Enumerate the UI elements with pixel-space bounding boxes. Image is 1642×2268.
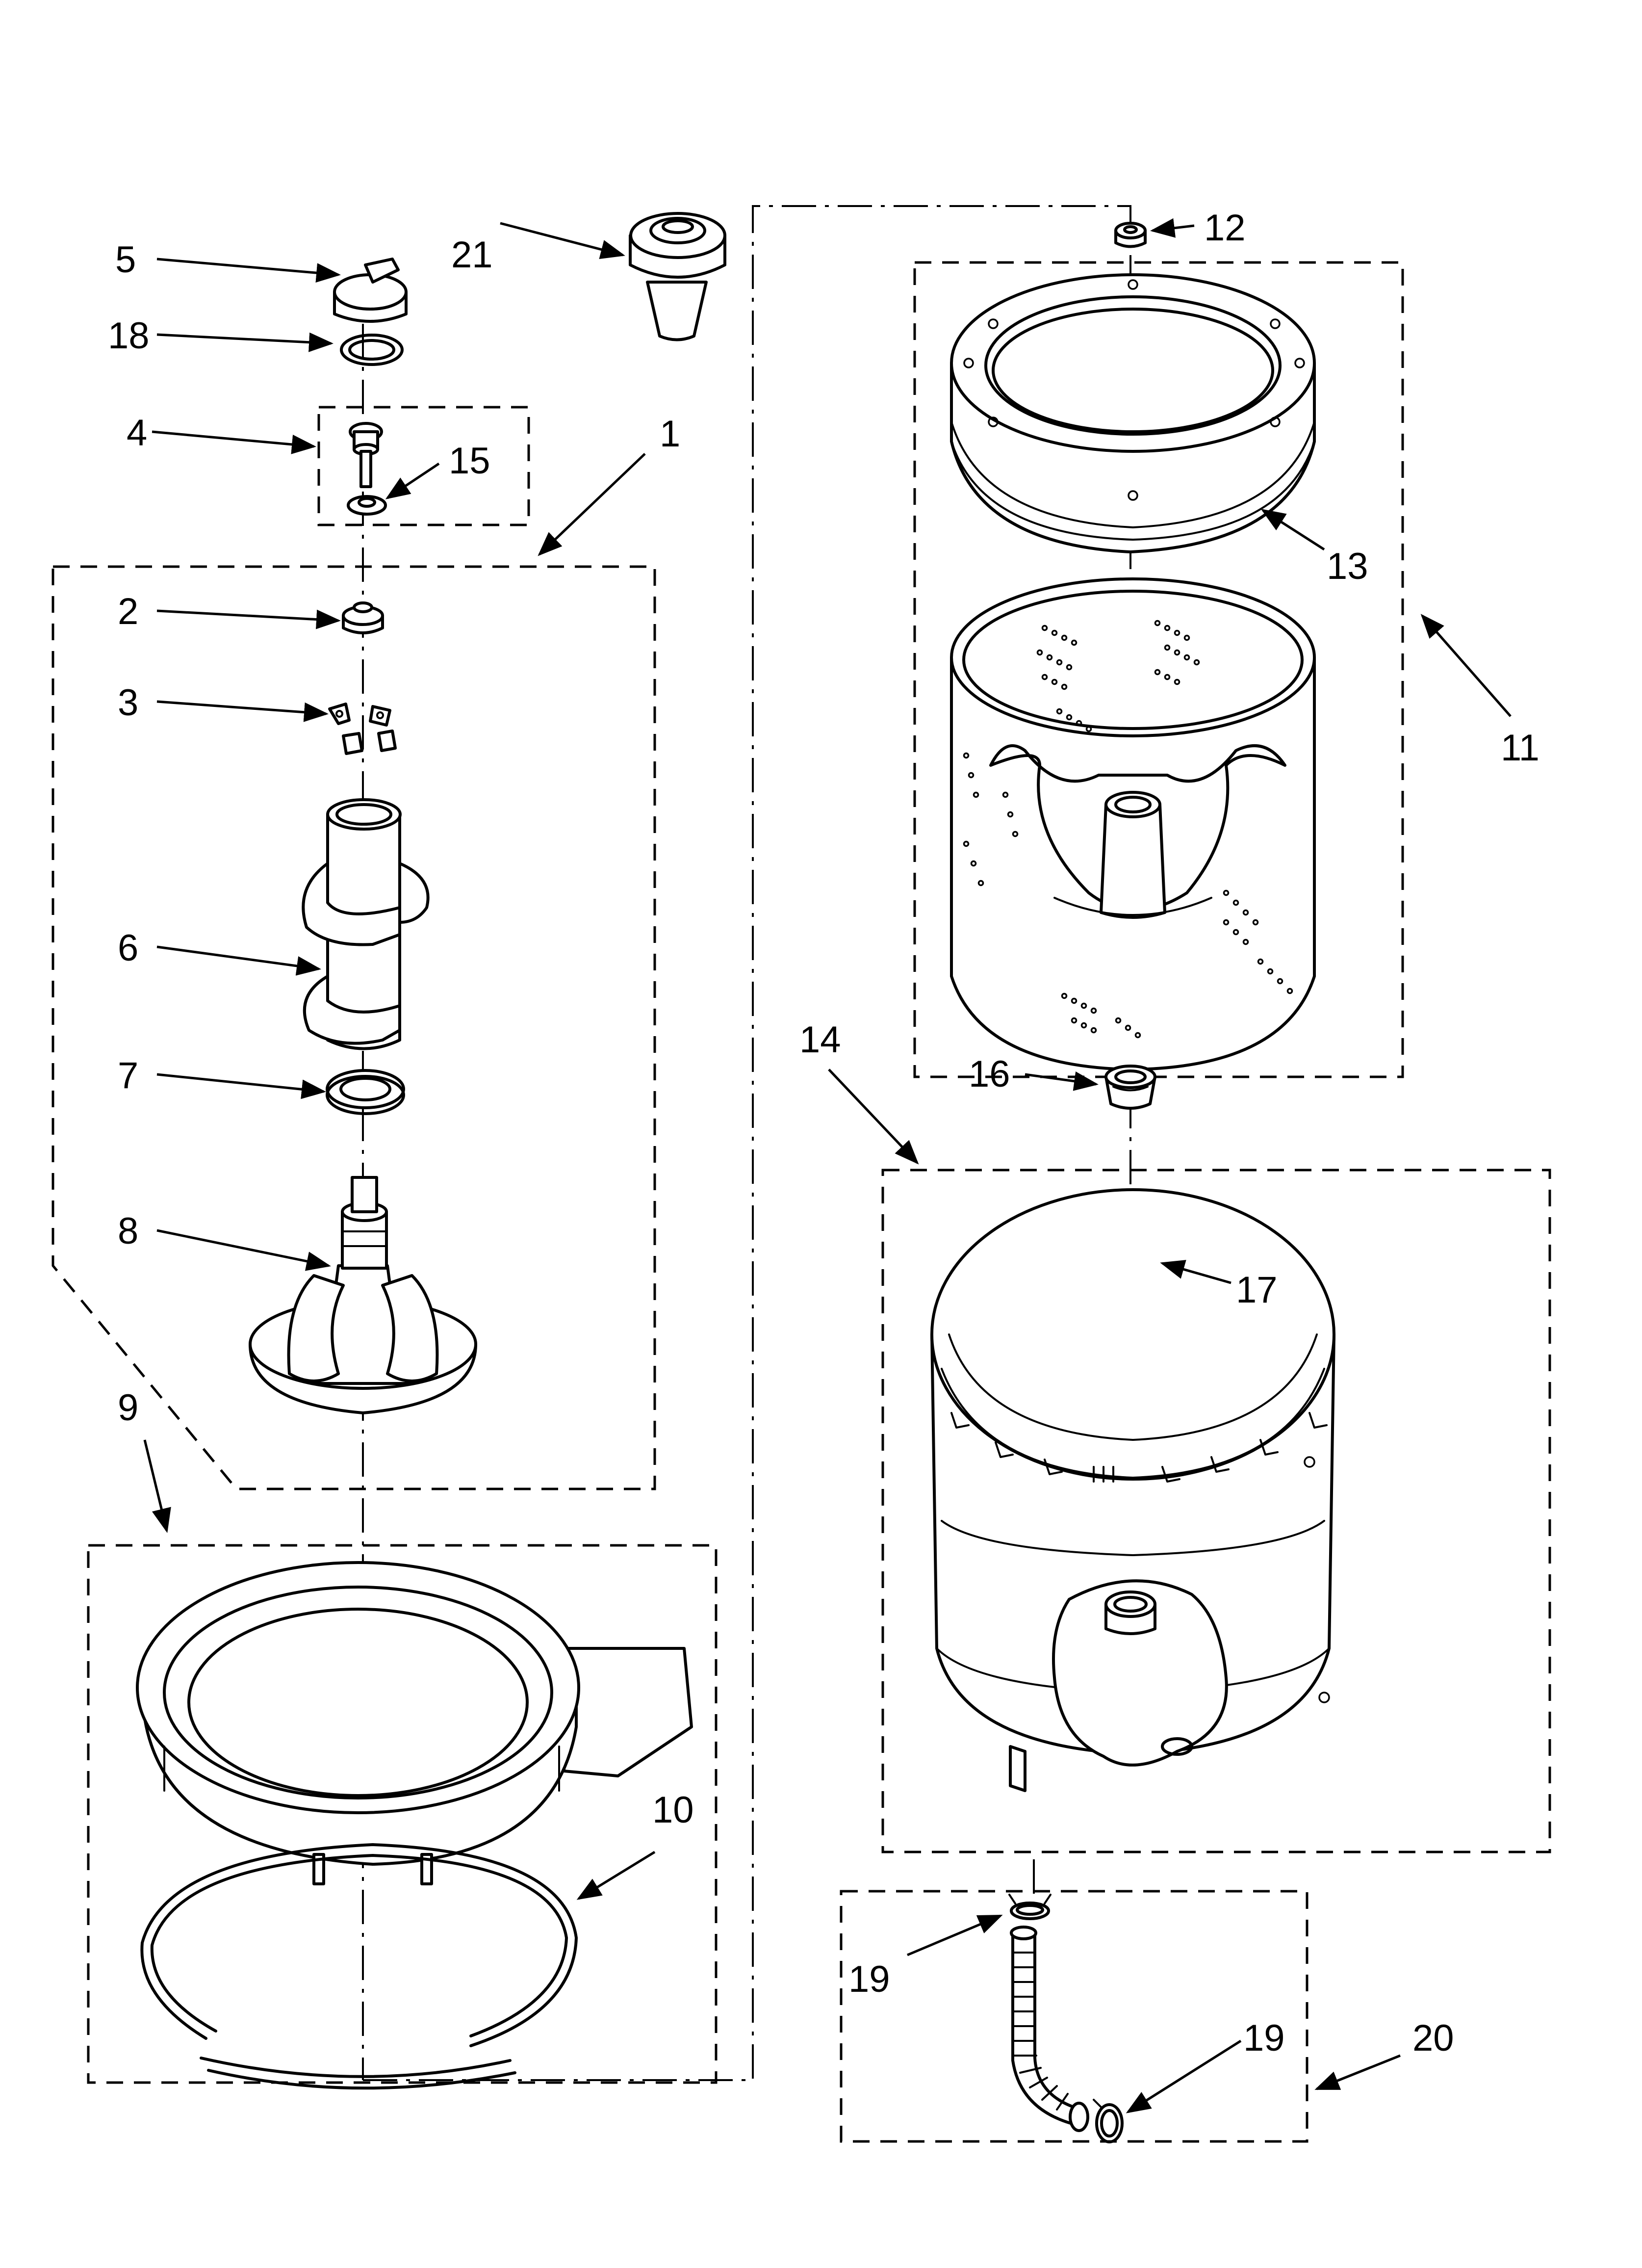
part-label-2: 2 <box>118 591 138 632</box>
part-label-19-lower: 19 <box>1243 2017 1285 2059</box>
hose-clamp-upper <box>1008 1894 1052 1920</box>
bolt-washer <box>347 495 387 516</box>
agitator-cap <box>333 258 408 323</box>
hose-clamp-lower <box>1093 2099 1124 2143</box>
spin-tub-seal <box>1104 1065 1156 1110</box>
part-label-4: 4 <box>127 412 147 454</box>
part-label-10: 10 <box>652 1789 694 1831</box>
part-label-20: 20 <box>1412 2017 1454 2059</box>
part-label-3: 3 <box>118 682 138 724</box>
agitator-dogs <box>328 703 397 755</box>
group-box-1 <box>51 565 656 1490</box>
part-label-19-upper: 19 <box>848 1958 890 2000</box>
softener-dispenser <box>629 212 726 341</box>
drain-hose <box>1010 1926 1089 2132</box>
part-label-5: 5 <box>115 239 136 281</box>
agitator-bolt <box>349 422 383 488</box>
part-label-9: 9 <box>118 1387 138 1429</box>
group-boxes <box>51 261 1551 2143</box>
o-ring <box>340 334 404 366</box>
basket-perforations <box>963 620 1293 1039</box>
group-box-14 <box>881 1169 1551 1853</box>
part-label-18: 18 <box>108 315 150 357</box>
part-label-1: 1 <box>660 413 680 455</box>
group-box-9 <box>87 1544 718 2084</box>
outer-tub-clips <box>950 1412 1328 1483</box>
part-label-12: 12 <box>1204 207 1246 249</box>
part-label-6: 6 <box>118 927 138 969</box>
snap-ring <box>140 1843 578 2090</box>
spin-basket <box>950 577 1316 1071</box>
leader-arrows <box>143 218 1512 2113</box>
part-label-17: 17 <box>1236 1269 1278 1311</box>
group-box-20 <box>840 1890 1308 2143</box>
group-box-11 <box>913 261 1404 1078</box>
tub-ring <box>136 1561 693 1885</box>
part-label-16: 16 <box>969 1053 1010 1095</box>
part-labels: 5 18 21 4 15 1 2 3 6 7 8 9 10 12 13 11 1… <box>108 207 1539 2059</box>
part-label-11: 11 <box>1501 727 1539 769</box>
balance-ring <box>950 273 1316 553</box>
spin-tub-nut <box>1114 222 1147 248</box>
part-label-8: 8 <box>118 1210 138 1252</box>
agitator-bearing <box>326 1069 405 1115</box>
agitator-cam <box>342 601 384 634</box>
part-label-15: 15 <box>449 440 490 482</box>
lower-agitator <box>249 1176 477 1414</box>
auger <box>302 798 430 1050</box>
part-label-7: 7 <box>118 1055 138 1096</box>
part-label-14: 14 <box>799 1019 841 1061</box>
part-label-21: 21 <box>451 234 493 276</box>
part-label-13: 13 <box>1327 546 1368 587</box>
outer-tub <box>930 1188 1335 1792</box>
